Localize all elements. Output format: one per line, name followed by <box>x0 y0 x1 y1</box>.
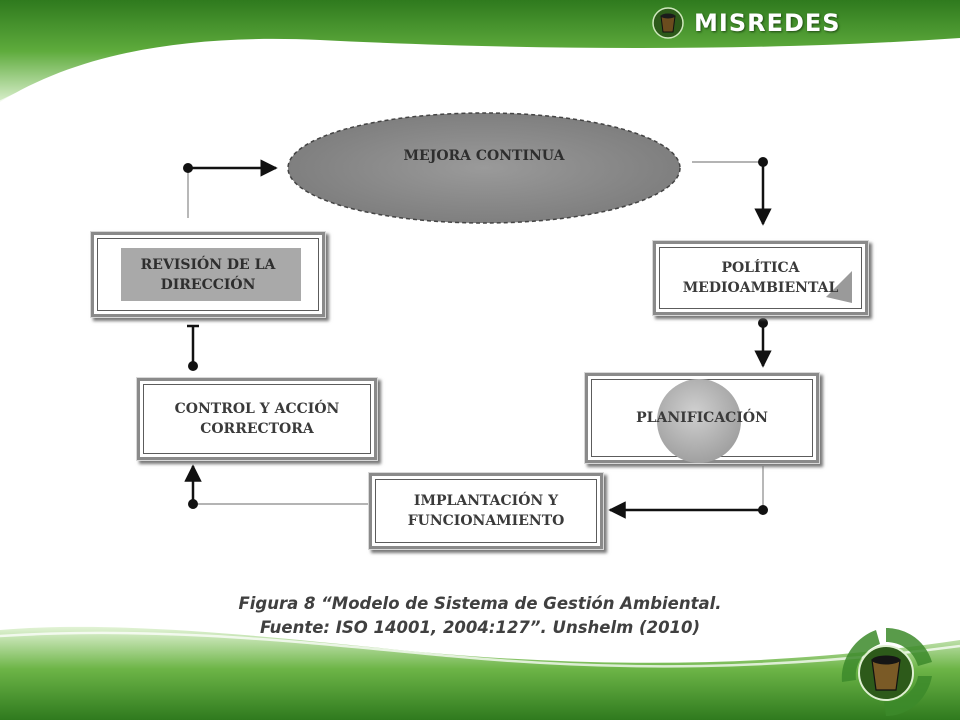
bucket-icon <box>652 7 684 39</box>
step-control-label: CONTROL Y ACCIÓN CORRECTORA <box>174 401 340 437</box>
brand-header: MISREDES <box>652 3 841 43</box>
step-revision-box: REVISIÓN DE LA DIRECCIÓN <box>90 231 326 318</box>
step-politica-box: POLÍTICA MEDIOAMBIENTAL <box>652 240 869 316</box>
step-revision-label: REVISIÓN DE LA DIRECCIÓN <box>140 256 276 293</box>
step-planificacion-label: PLANIFICACIÓN <box>636 410 768 426</box>
recycle-emblem-icon <box>841 628 932 716</box>
sphere-shape <box>657 379 741 463</box>
caption-line-1: Figura 8 “Modelo de Sistema de Gestión A… <box>238 594 722 613</box>
mejora-continua-label: MEJORA CONTINUA <box>403 148 565 164</box>
highlight-block <box>121 248 301 301</box>
step-implantacion-label: IMPLANTACIÓN Y FUNCIONAMIENTO <box>407 493 565 529</box>
brand-name: MISREDES <box>694 9 841 37</box>
step-implantacion-box: IMPLANTACIÓN Y FUNCIONAMIENTO <box>368 472 604 550</box>
figure-caption: Figura 8 “Modelo de Sistema de Gestión A… <box>0 592 960 640</box>
shadow-swatch <box>826 271 852 303</box>
step-planificacion-box: PLANIFICACIÓN <box>584 372 820 464</box>
step-politica-label: POLÍTICA MEDIOAMBIENTAL <box>682 260 839 296</box>
step-control-box: CONTROL Y ACCIÓN CORRECTORA <box>136 377 378 461</box>
caption-line-2: Fuente: ISO 14001, 2004:127”. Unshelm (2… <box>259 618 701 637</box>
